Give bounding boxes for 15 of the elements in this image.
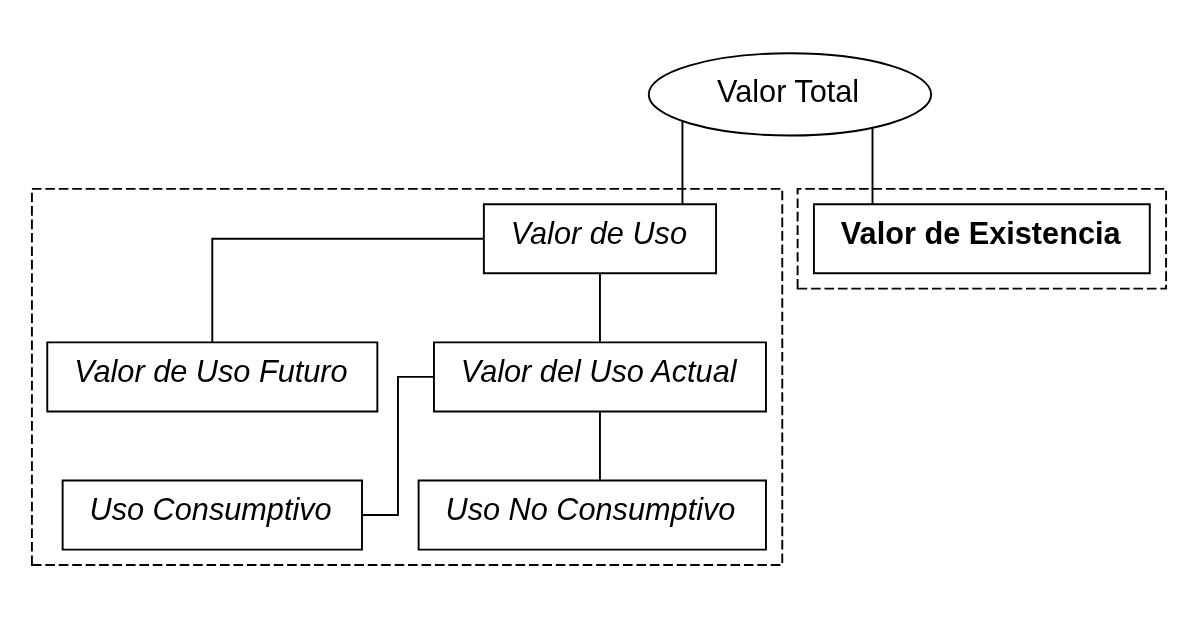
- connector: [871, 126, 874, 205]
- node-box: Uso No Consumptivo: [417, 479, 767, 551]
- node-box: Uso Consumptivo: [61, 479, 363, 551]
- connector: [361, 375, 435, 517]
- connector: [681, 119, 684, 205]
- connector: [599, 272, 601, 343]
- node-box: Valor del Uso Actual: [433, 341, 767, 413]
- cluster: [796, 187, 1168, 290]
- connector: [599, 410, 601, 481]
- node-box: Valor de Existencia: [812, 203, 1151, 275]
- node-box: Valor de Uso Futuro: [46, 341, 379, 413]
- cluster: [30, 187, 784, 566]
- node-box: Valor de Uso: [482, 203, 717, 275]
- connector: [211, 237, 485, 343]
- node-ellipse: Valor Total: [647, 52, 933, 137]
